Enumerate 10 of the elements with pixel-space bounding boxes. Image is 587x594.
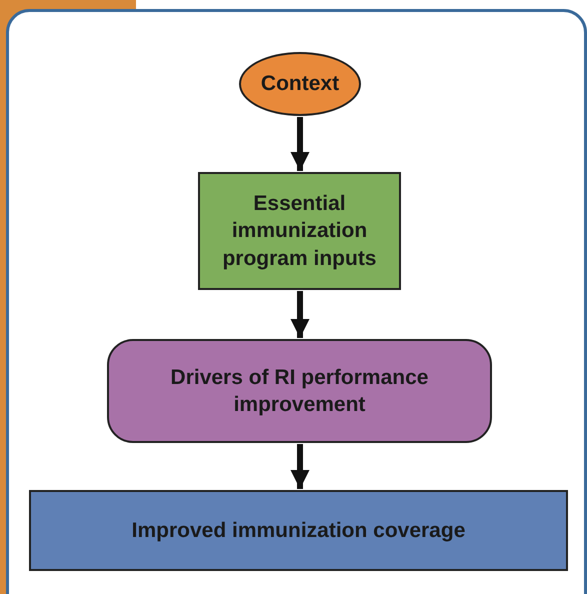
node-label: Improved immunization coverage bbox=[132, 518, 466, 544]
arrow bbox=[290, 291, 310, 338]
node-label: Drivers of RI performance improvement bbox=[170, 364, 430, 418]
node-label: Essential immunization program inputs bbox=[222, 191, 377, 272]
arrow bbox=[290, 117, 310, 171]
arrow bbox=[290, 444, 310, 489]
rounded-process-box bbox=[107, 339, 492, 443]
process-box bbox=[198, 172, 401, 290]
process-box bbox=[29, 490, 568, 571]
node-label: Context bbox=[260, 71, 340, 98]
